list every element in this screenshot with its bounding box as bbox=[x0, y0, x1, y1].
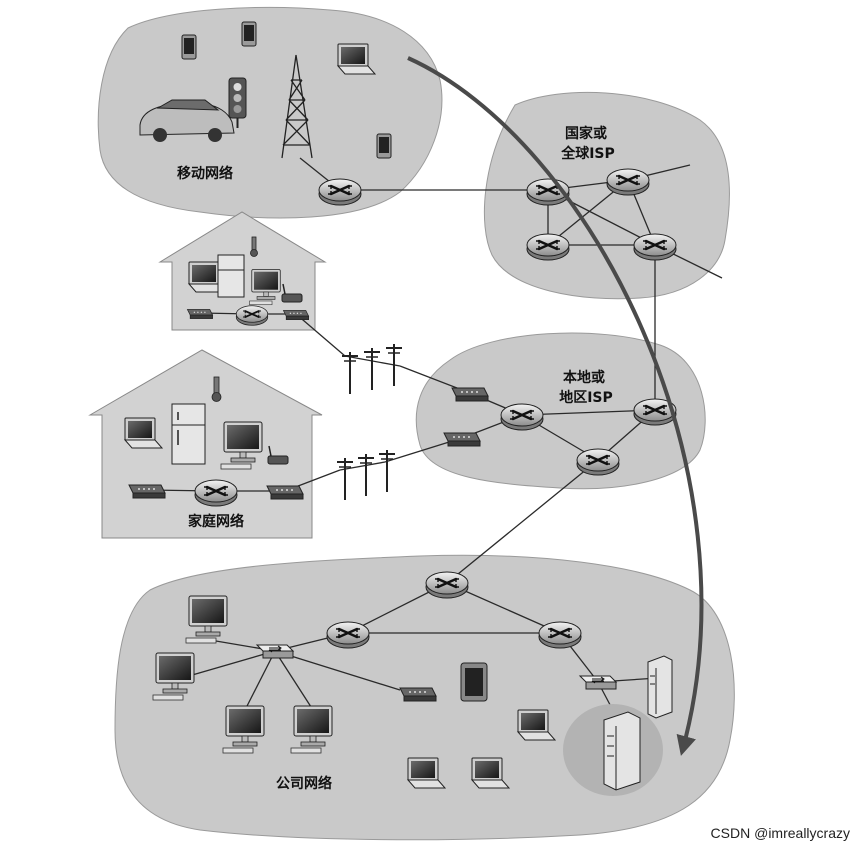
smartphone-icon bbox=[182, 35, 196, 59]
utility-pole-icon bbox=[386, 344, 402, 386]
router-icon bbox=[195, 480, 237, 506]
national-isp-cloud bbox=[484, 92, 729, 298]
router-icon bbox=[236, 306, 268, 326]
router-icon bbox=[607, 169, 649, 195]
national-isp-label-line1: 国家或 bbox=[565, 125, 607, 142]
refrigerator-icon bbox=[172, 404, 205, 464]
router-icon bbox=[327, 622, 369, 648]
server-icon bbox=[604, 712, 640, 790]
router-icon bbox=[539, 622, 581, 648]
router-icon bbox=[527, 234, 569, 260]
home-network-house-lower bbox=[90, 350, 322, 538]
utility-pole-icon bbox=[379, 450, 395, 492]
home-network-label: 家庭网络 bbox=[188, 513, 244, 530]
watermark-text: CSDN @imreallycrazy bbox=[711, 825, 850, 841]
tablet-icon bbox=[461, 663, 487, 701]
router-icon bbox=[501, 404, 543, 430]
router-icon bbox=[319, 179, 361, 205]
national-isp-label-line2: 全球ISP bbox=[560, 145, 615, 162]
modem-icon bbox=[283, 311, 308, 320]
modem-icon bbox=[187, 309, 212, 318]
server-icon bbox=[648, 656, 672, 718]
utility-pole-icon bbox=[364, 348, 380, 390]
router-icon bbox=[577, 449, 619, 475]
utility-pole-icon bbox=[358, 454, 374, 496]
smartphone-icon bbox=[377, 134, 391, 158]
mobile-network-label: 移动网络 bbox=[177, 165, 233, 182]
modem-icon bbox=[267, 486, 303, 499]
refrigerator-icon bbox=[218, 255, 244, 297]
enterprise-network-label: 公司网络 bbox=[276, 775, 332, 792]
modem-icon bbox=[444, 433, 480, 446]
modem-icon bbox=[129, 485, 165, 498]
router-icon bbox=[634, 234, 676, 260]
local-isp-label-line2: 地区ISP bbox=[559, 389, 613, 406]
local-isp-label-line1: 本地或 bbox=[563, 369, 605, 386]
modem-icon bbox=[452, 388, 488, 401]
wireless-router-icon bbox=[400, 688, 436, 701]
router-icon bbox=[426, 572, 468, 598]
smartphone-icon bbox=[242, 22, 256, 46]
utility-pole-icon bbox=[337, 458, 353, 500]
